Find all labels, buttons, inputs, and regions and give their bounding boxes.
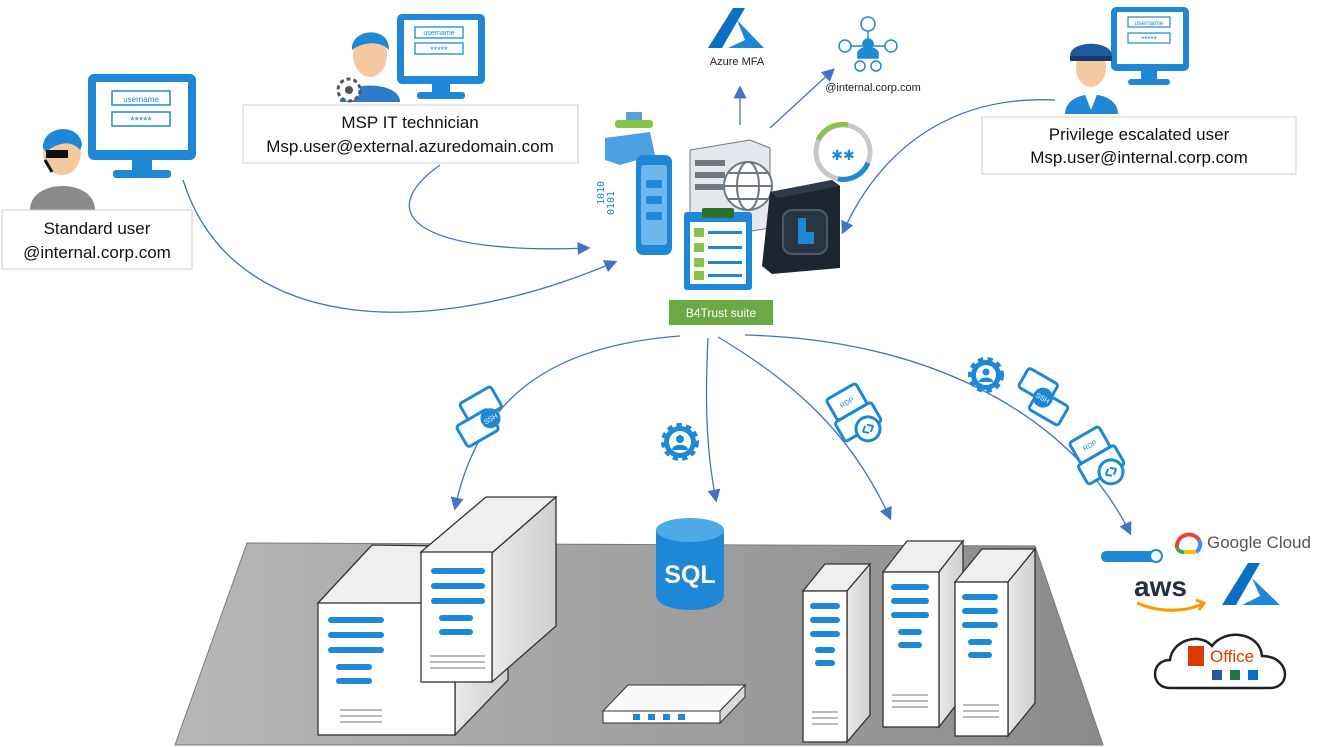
standard-user-account: @internal.corp.com xyxy=(23,243,171,262)
arrow-hub-to-servers xyxy=(450,335,681,511)
hub-label: B4Trust suite xyxy=(686,306,757,320)
hub-label-badge: B4Trust suite xyxy=(669,300,773,325)
privileged-user-monitor: username ***** xyxy=(1111,7,1189,85)
azure-logo-icon xyxy=(708,8,764,48)
msp-user-account: Msp.user@external.azuredomain.com xyxy=(266,137,554,156)
office-cloud-logo: Office xyxy=(1153,633,1287,690)
privileged-user-account: Msp.user@internal.corp.com xyxy=(1030,148,1248,167)
privileged-user-label-box: Privilege escalated user Msp.user@intern… xyxy=(981,116,1297,175)
aws-label: aws xyxy=(1134,571,1187,602)
network-switch-icon xyxy=(601,683,747,725)
msp-user-title: MSP IT technician xyxy=(341,113,478,132)
msp-user-monitor: username ***** xyxy=(397,14,485,99)
arrow-privileged-to-hub xyxy=(841,99,1056,235)
privileged-password-field: ***** xyxy=(1141,35,1157,44)
sql-label: SQL xyxy=(664,561,715,589)
standard-username-field: username xyxy=(123,95,159,104)
server-rack-right-3 xyxy=(953,547,1037,738)
globe-icon xyxy=(723,161,773,211)
arrow-hub-to-rdp-servers xyxy=(717,336,892,521)
arrow-hub-to-sql xyxy=(705,337,721,503)
svg-text:✱✱: ✱✱ xyxy=(831,148,854,164)
password-rotation-icon: ✱✱ xyxy=(813,121,873,182)
rdp-protocol-icon-2: RDP xyxy=(1068,425,1126,486)
arrow-hub-to-directory xyxy=(769,68,835,129)
arrow-standard-user-to-hub xyxy=(182,179,618,313)
google-cloud-logo: Google Cloud xyxy=(1174,532,1311,554)
privileged-pilot-avatar xyxy=(1065,43,1118,114)
standard-user-title: Standard user xyxy=(44,219,151,238)
server-rack-left-2 xyxy=(419,495,558,684)
rdp-protocol-icon-1: RDP xyxy=(825,382,883,443)
directory-users-icon xyxy=(838,16,898,72)
directory-domain-label: @internal.corp.com xyxy=(825,82,921,94)
user-settings-gear-icon xyxy=(661,423,699,461)
privileged-username-field: username xyxy=(1135,20,1164,27)
cloud-user-gear-icon xyxy=(968,357,1004,393)
msp-user-label-box: MSP IT technician Msp.user@external.azur… xyxy=(242,104,579,164)
standard-user-monitor: username ***** xyxy=(88,74,196,178)
cloud-connector-bar xyxy=(1101,549,1163,563)
ssh-protocol-icon: SSH xyxy=(455,385,503,448)
checklist-icon xyxy=(684,208,752,290)
mobile-app-icon xyxy=(636,155,672,255)
ssh-protocol-icon-2: SSH xyxy=(1017,367,1070,427)
google-cloud-label: Google Cloud xyxy=(1207,533,1311,552)
server-rack-right-2 xyxy=(881,539,965,729)
azure-cloud-logo xyxy=(1222,563,1280,605)
standard-user-label-box: Standard user @internal.corp.com xyxy=(1,209,193,270)
vault-icon xyxy=(762,180,840,274)
standard-password-field: ***** xyxy=(130,115,152,127)
arrow-hub-to-cloud xyxy=(744,334,1132,536)
svg-text:0101: 0101 xyxy=(606,191,617,215)
msp-technician-avatar xyxy=(336,32,400,103)
msp-username-field: username xyxy=(423,30,454,37)
arrow-msp-to-hub xyxy=(408,164,591,255)
msp-password-field: ***** xyxy=(430,45,448,55)
standard-user-avatar xyxy=(30,129,95,210)
office-label: Office xyxy=(1210,647,1254,666)
connection-arrows xyxy=(182,68,1132,536)
aws-logo: aws xyxy=(1134,571,1207,612)
privileged-user-title: Privilege escalated user xyxy=(1049,125,1230,144)
sql-database-icon: SQL xyxy=(656,518,724,610)
azure-mfa-label: Azure MFA xyxy=(710,56,765,68)
svg-text:1010: 1010 xyxy=(596,181,607,205)
server-rack-right-1 xyxy=(801,562,872,744)
